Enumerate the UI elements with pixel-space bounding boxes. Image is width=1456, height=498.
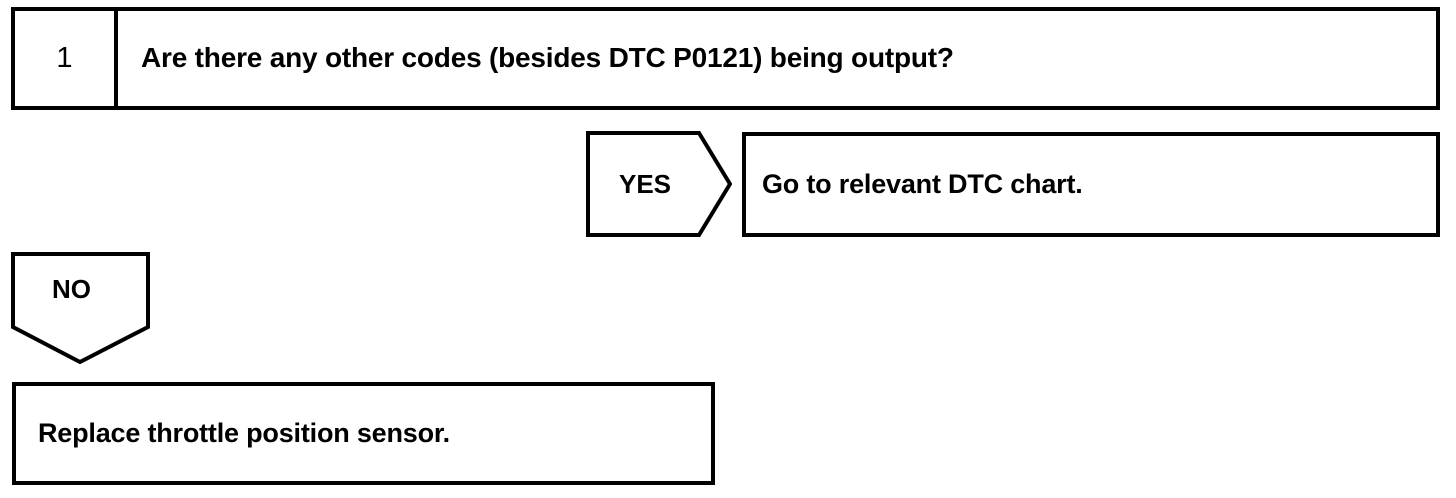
yes-arrow-shape bbox=[586, 131, 732, 237]
result-yes-text: Go to relevant DTC chart. bbox=[762, 168, 1083, 199]
result-no-text: Replace throttle position sensor. bbox=[38, 417, 450, 448]
result-box-no[interactable]: Replace throttle position sensor. bbox=[12, 382, 715, 485]
step-question-cell: Are there any other codes (besides DTC P… bbox=[118, 11, 1436, 106]
step-number: 1 bbox=[56, 42, 73, 74]
branch-yes-arrow[interactable]: YES bbox=[586, 131, 732, 237]
result-box-yes[interactable]: Go to relevant DTC chart. bbox=[742, 132, 1440, 237]
step-row-1[interactable]: 1 Are there any other codes (besides DTC… bbox=[11, 7, 1440, 110]
branch-no-label: NO bbox=[52, 274, 91, 304]
step-number-cell: 1 bbox=[15, 11, 118, 106]
branch-no-arrow[interactable]: NO bbox=[11, 252, 150, 364]
no-arrow-shape bbox=[11, 252, 150, 364]
step-question-text: Are there any other codes (besides DTC P… bbox=[141, 42, 954, 74]
branch-yes-label: YES bbox=[619, 169, 672, 199]
